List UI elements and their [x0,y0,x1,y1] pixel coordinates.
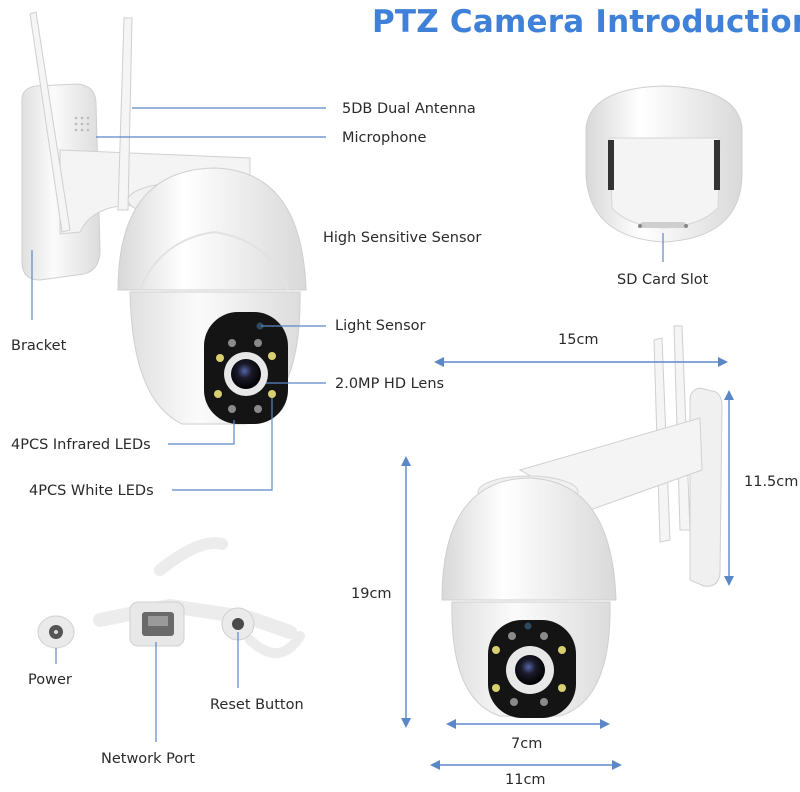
label-high-sensitive-sensor: High Sensitive Sensor [323,230,482,246]
sd-card-view [585,85,743,243]
label-power: Power [28,672,72,688]
dim-arrow-height-total [401,456,411,728]
label-white-leds: 4PCS White LEDs [29,483,154,499]
label-microphone: Microphone [342,130,427,146]
dim-label-width-base: 11cm [505,772,546,788]
label-network-port: Network Port [101,751,195,767]
label-reset-button: Reset Button [210,697,304,713]
label-infrared-leds: 4PCS Infrared LEDs [11,437,151,453]
dim-arrow-width-dome [446,719,610,729]
main-camera [21,11,307,425]
side-camera [441,325,723,718]
dim-label-width-top: 15cm [558,332,599,348]
page-title: PTZ Camera Introduction [372,4,800,40]
dim-label-height-total: 19cm [351,586,392,602]
dim-arrow-width-base [430,760,622,770]
dim-arrow-height-mount [724,390,734,586]
dim-label-height-mount: 11.5cm [744,474,799,490]
dim-label-width-dome: 7cm [511,736,543,752]
label-light-sensor: Light Sensor [335,318,426,334]
leader-white-leds [172,398,273,491]
dimension-arrows [401,357,734,770]
label-dual-antenna: 5DB Dual Antenna [342,101,476,117]
label-bracket: Bracket [11,338,67,354]
leader-infrared-leds [168,420,235,445]
label-hd-lens: 2.0MP HD Lens [335,376,445,392]
cable-connectors [37,537,305,659]
label-sd-card-slot: SD Card Slot [617,272,709,288]
dim-arrow-width-top [434,357,728,367]
leader-lines [31,107,664,742]
